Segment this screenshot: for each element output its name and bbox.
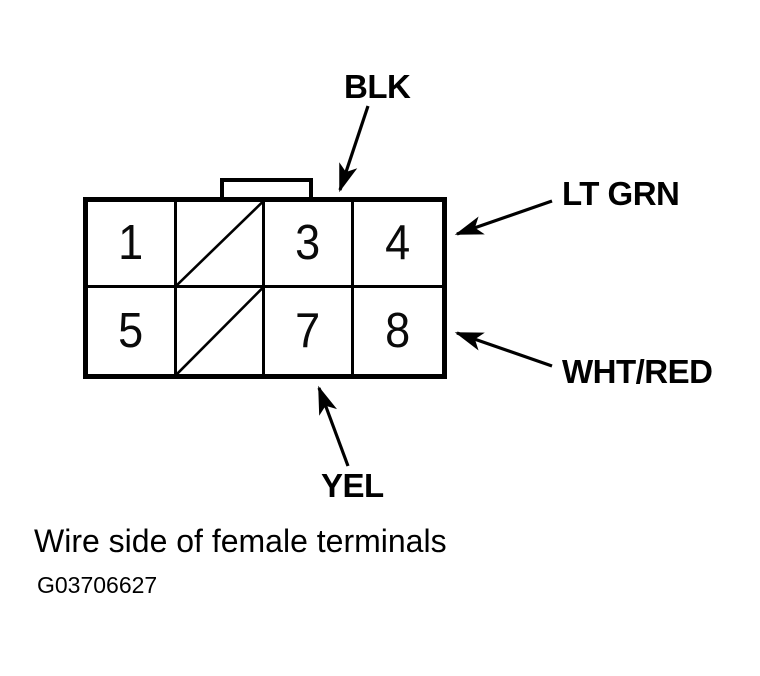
terminal-number: 1 (118, 216, 144, 270)
connector-tab (220, 178, 313, 200)
wire-label-yel: YEL (321, 467, 384, 504)
diagram-caption: Wire side of female terminals (34, 523, 447, 559)
terminal-cell-3: 3 (265, 202, 354, 288)
terminal-number: 8 (385, 303, 411, 358)
lt-grn-arrow-icon (454, 199, 553, 236)
blk-arrow-icon (338, 105, 370, 193)
figure-id: G03706627 (37, 572, 158, 598)
wire-label-wht-red: WHT/RED (562, 353, 713, 390)
terminal-number: 4 (385, 216, 411, 270)
wht-red-arrow-icon (454, 331, 553, 368)
blocked-cavity-6 (176, 288, 265, 374)
terminal-number: 3 (295, 216, 321, 270)
wire-label-blk: BLK (344, 68, 411, 105)
terminal-cell-7: 7 (265, 288, 354, 374)
terminal-cell-5: 5 (88, 288, 177, 374)
terminal-cell-8: 8 (354, 288, 443, 374)
terminal-number: 7 (295, 303, 321, 358)
terminal-cell-1: 1 (88, 202, 177, 288)
wire-label-lt-grn: LT GRN (562, 175, 680, 212)
terminal-cell-4: 4 (353, 202, 442, 288)
diagonal-line (176, 288, 262, 374)
terminal-number: 5 (118, 303, 144, 358)
connector-body: 1 3 4 5 7 8 (83, 197, 447, 379)
blocked-cavity-2 (176, 202, 265, 288)
yel-arrow-icon (317, 385, 350, 467)
diagonal-line (176, 202, 262, 285)
